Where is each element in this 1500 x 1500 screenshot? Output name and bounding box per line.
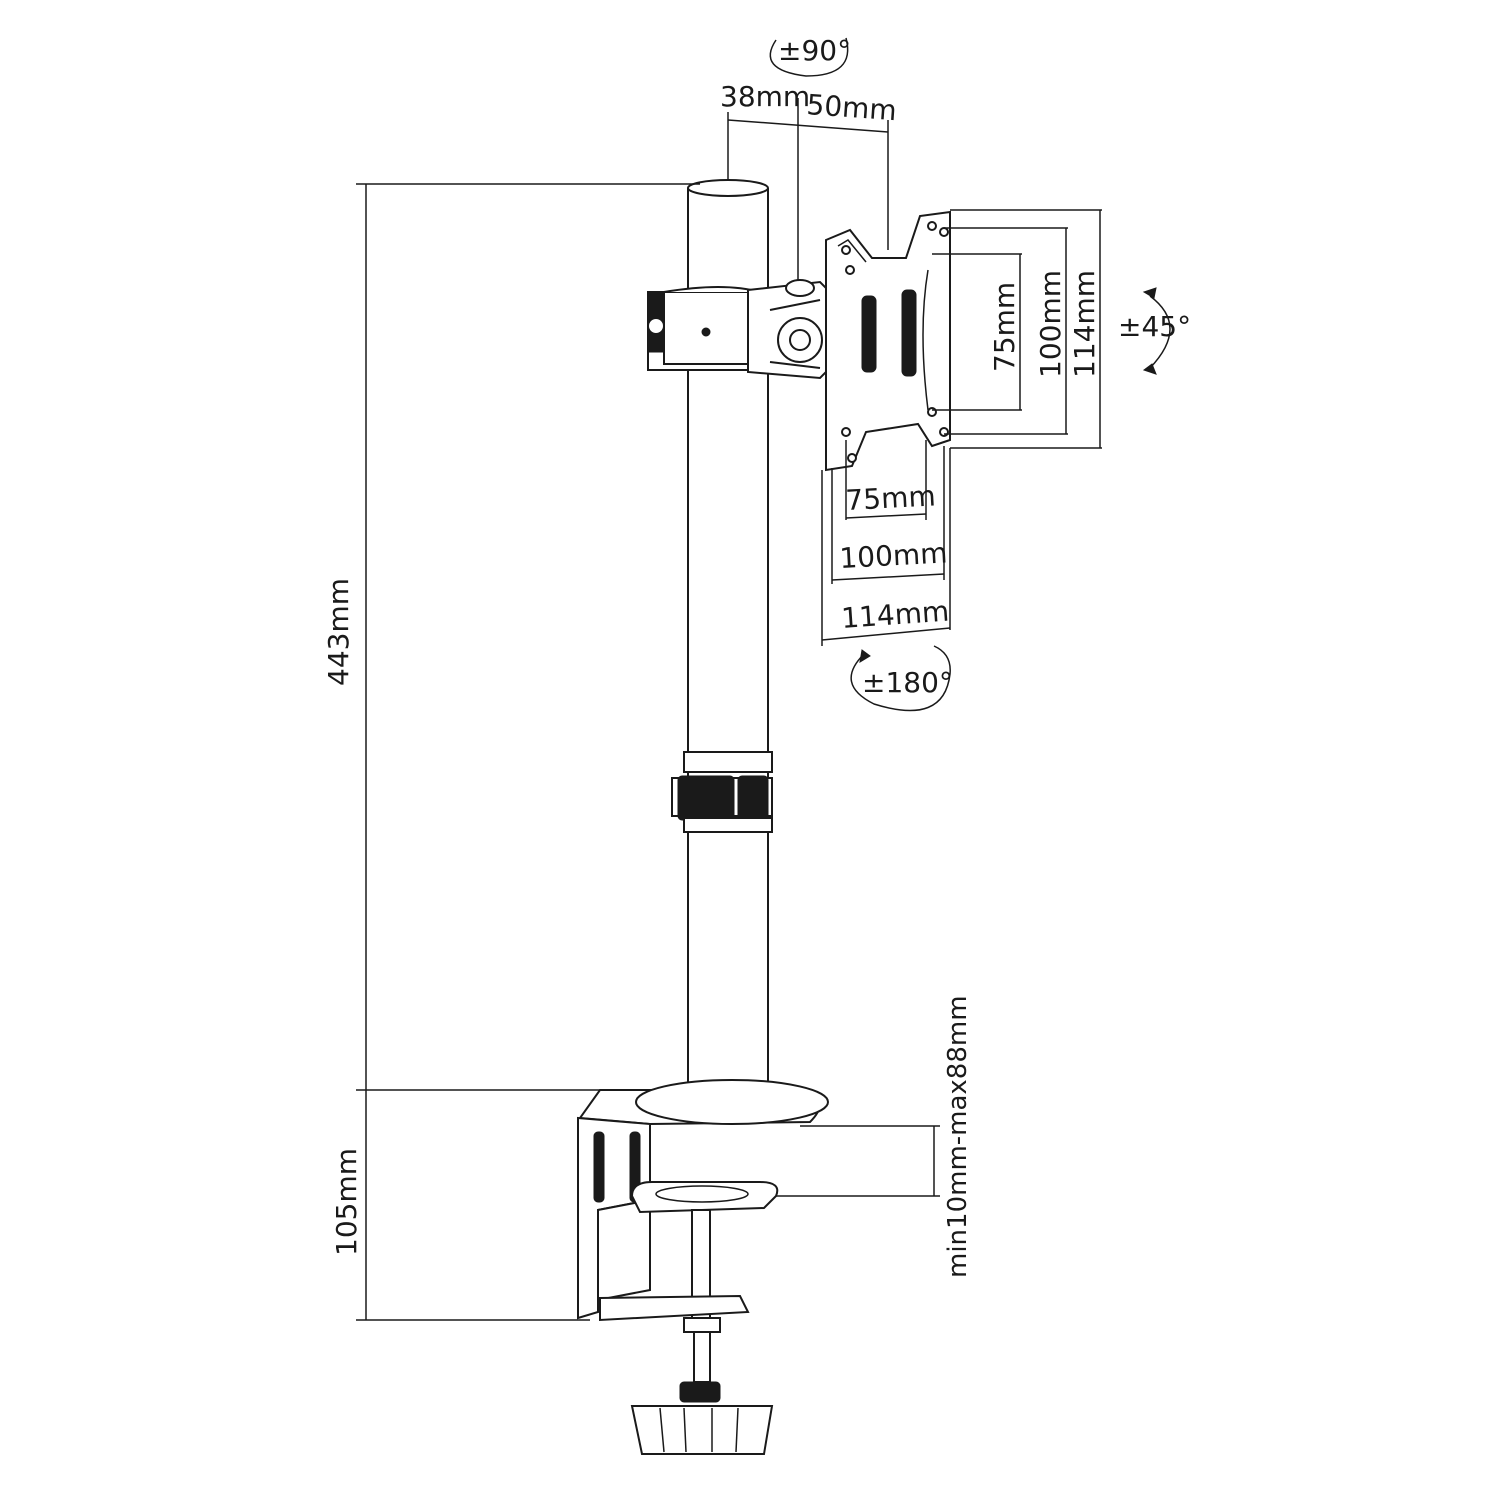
tilt-arrow-icon [1149,295,1171,369]
swivel-label: ±90° [778,34,851,67]
vesa-v-75-label: 75mm [988,282,1021,372]
rotation-arrow-icon [850,645,951,712]
arm-clamp [647,286,761,371]
height-total-label: 443mm [322,578,355,686]
vesa-h-114-label: 114mm [840,595,950,635]
offset-b-label: 50mm [806,88,898,127]
tilt-label: ±45° [1118,310,1191,343]
offset-a-label: 38mm [720,80,810,113]
rotation-label: ±180° [862,666,953,699]
vesa-v-100-label: 100mm [1034,270,1067,378]
vesa-v-114-label: 114mm [1068,270,1101,378]
height-clamp-label: 105mm [330,1148,363,1256]
labels: ±90° 38mm 50mm 443mm 105mm 75mm 100mm 11… [322,34,1191,1278]
swivel-arrow-icon [769,37,849,77]
clamp-range-label: min10mm-max88mm [943,995,973,1278]
vesa-h-100-label: 100mm [839,536,949,575]
vesa-h-75-label: 75mm [845,479,937,517]
pole [671,179,773,1100]
tilt-head [747,279,839,380]
desk-clamp [577,1079,829,1455]
rotation-indicators [769,37,1171,712]
dimension-lines [356,98,1102,1321]
vesa-plate [825,210,951,472]
